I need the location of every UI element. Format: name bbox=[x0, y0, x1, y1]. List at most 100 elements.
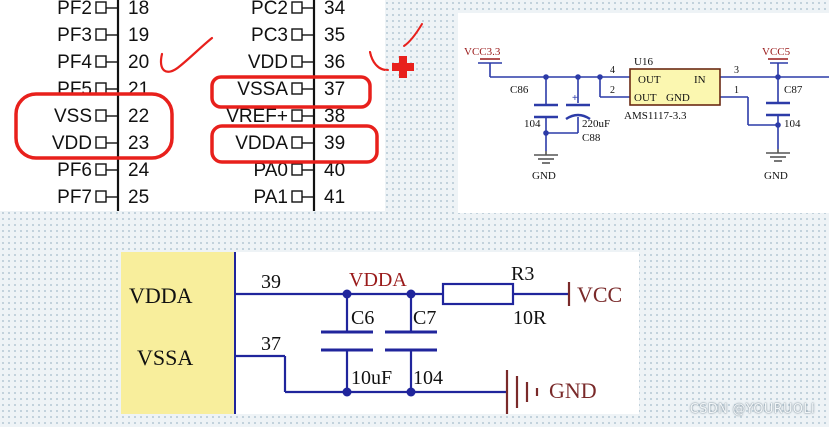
gnd-left-label: GND bbox=[532, 170, 556, 182]
pin-number: 35 bbox=[324, 25, 345, 46]
vdda-highlight-box bbox=[210, 124, 379, 164]
pin-number: 18 bbox=[128, 0, 149, 19]
r3-resistor bbox=[441, 282, 515, 306]
pin-number: 25 bbox=[128, 187, 149, 208]
ams1117-chip bbox=[629, 68, 721, 106]
pin-box bbox=[291, 163, 303, 176]
c6-capacitor bbox=[321, 330, 373, 352]
pin-number: 40 bbox=[324, 160, 345, 181]
pin-box bbox=[291, 190, 303, 203]
vdda-net-label: VDDA bbox=[349, 269, 407, 291]
pin-box bbox=[95, 190, 107, 203]
pin-row: PF3 19 bbox=[57, 25, 149, 46]
pin-name: PF7 bbox=[57, 187, 92, 208]
pin-number: 21 bbox=[128, 79, 149, 100]
c86-label: C86 bbox=[510, 84, 529, 96]
pin-box bbox=[291, 82, 303, 95]
c88-plus: + bbox=[572, 93, 578, 104]
pin3-number: 3 bbox=[734, 65, 739, 76]
pin-box bbox=[291, 1, 303, 14]
pin-box bbox=[291, 109, 303, 122]
vssa-highlight-box bbox=[210, 75, 372, 109]
pin-row: PF7 25 bbox=[57, 187, 149, 208]
pin-name: VDD bbox=[248, 52, 288, 73]
pin37-number: 37 bbox=[261, 333, 281, 355]
pin-box bbox=[95, 163, 107, 176]
pin-row: VREF+ 38 bbox=[226, 106, 345, 127]
handwritten-bracket-icon bbox=[369, 51, 389, 71]
pin-name: PF5 bbox=[57, 79, 92, 100]
vdda-filter-schematic: VDDA VSSA 39 37 VDDA C6 C7 10uF 104 R3 1… bbox=[121, 252, 622, 414]
pin-box bbox=[95, 136, 107, 149]
gnd-right-label: GND bbox=[764, 170, 788, 182]
pin-name: VREF+ bbox=[226, 106, 288, 127]
pin-row: PA0 40 bbox=[253, 160, 345, 181]
vdda-filter-panel: VDDA VSSA 39 37 VDDA C6 C7 10uF 104 R3 1… bbox=[121, 252, 639, 414]
pin-row: PF4 20 bbox=[57, 52, 149, 73]
chip-part-label: AMS1117-3.3 bbox=[624, 110, 687, 122]
pin-number: 38 bbox=[324, 106, 345, 127]
gnd-left-symbol bbox=[534, 151, 558, 164]
pin-name: PA0 bbox=[253, 160, 288, 181]
c6-value: 10uF bbox=[351, 367, 392, 389]
pin-name: PF4 bbox=[57, 52, 92, 73]
mcu-block bbox=[121, 252, 235, 414]
r3-value: 10R bbox=[513, 307, 547, 329]
regulator-panel: VCC3.3 VCC5 U16 OUT IN OUT GND AMS1117-3… bbox=[458, 13, 829, 213]
pin-number: 22 bbox=[128, 106, 149, 127]
watermark: CSDN @YOURUOLI bbox=[689, 402, 815, 417]
pin-name: VDDA bbox=[235, 133, 288, 154]
pin-name: PA1 bbox=[253, 187, 288, 208]
gnd-symbol bbox=[505, 370, 539, 414]
pin-box bbox=[291, 136, 303, 149]
pin-name: PF2 bbox=[57, 0, 92, 19]
pin-number: 19 bbox=[128, 25, 149, 46]
pin-row: VDD 36 bbox=[248, 52, 345, 73]
pin-name: VSS bbox=[54, 106, 92, 127]
pin2-number: 2 bbox=[610, 85, 615, 96]
c87-label: C87 bbox=[784, 84, 803, 96]
chip-out-pin: OUT bbox=[638, 74, 661, 86]
pin-row: PA1 41 bbox=[253, 187, 345, 208]
pin-number: 36 bbox=[324, 52, 345, 73]
u16-label: U16 bbox=[634, 56, 653, 68]
pin-row: VSS 22 bbox=[54, 106, 149, 127]
c87-value: 104 bbox=[784, 118, 801, 130]
pin-number: 34 bbox=[324, 0, 346, 19]
regulator-wires bbox=[478, 62, 829, 151]
c88-label: C88 bbox=[582, 132, 601, 144]
chip-out2-pin: OUT bbox=[634, 92, 657, 104]
vcc5-label: VCC5 bbox=[762, 46, 791, 58]
c6-label: C6 bbox=[351, 307, 374, 329]
pin-box bbox=[95, 28, 107, 41]
pin-box bbox=[291, 28, 303, 41]
vcc-label: VCC bbox=[577, 282, 622, 307]
pin-name: PF3 bbox=[57, 25, 92, 46]
pin-box bbox=[95, 109, 107, 122]
c88-value: 220uF bbox=[582, 118, 610, 130]
gnd-right-symbol bbox=[766, 149, 790, 162]
handwritten-check-mark bbox=[159, 36, 214, 73]
pin-name: PF6 bbox=[57, 160, 92, 181]
vdda-pin-label: VDDA bbox=[129, 283, 193, 308]
pin-row: PF5 21 bbox=[57, 79, 149, 100]
c7-label: C7 bbox=[413, 307, 436, 329]
pin-number: 41 bbox=[324, 187, 345, 208]
c7-capacitor bbox=[385, 330, 437, 352]
pin-number: 20 bbox=[128, 52, 149, 73]
regulator-junctions bbox=[543, 74, 781, 136]
pin-row: PF2 18 bbox=[57, 0, 149, 19]
pin-number: 24 bbox=[128, 160, 150, 181]
c87-capacitor bbox=[766, 101, 790, 117]
handwritten-tick-icon bbox=[403, 23, 423, 47]
gnd-label: GND bbox=[549, 378, 597, 403]
pin39-number: 39 bbox=[261, 271, 281, 293]
chip-gnd-pin: GND bbox=[666, 92, 690, 104]
